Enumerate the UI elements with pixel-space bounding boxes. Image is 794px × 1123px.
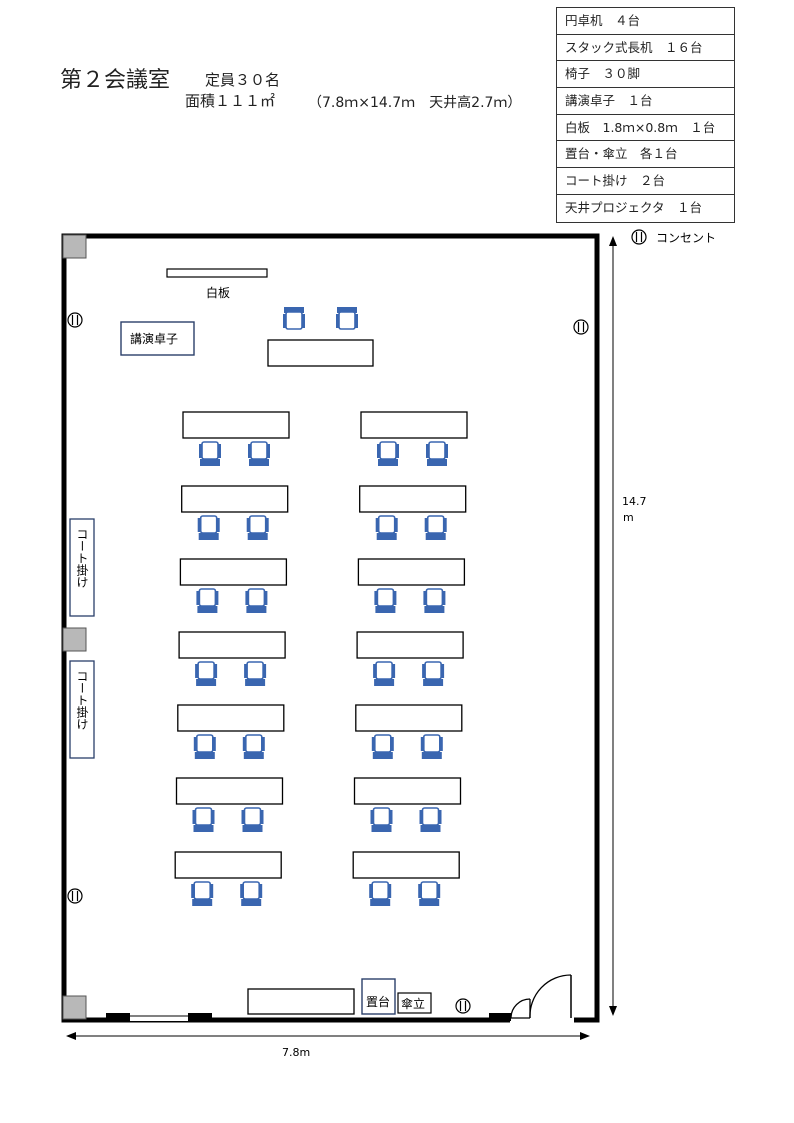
wall-segment [188,1013,212,1021]
chair [369,881,392,906]
stand [361,978,396,1015]
coat-rack-label: コート掛け [75,528,89,588]
height-unit-label: m [623,511,634,524]
lectern [120,321,195,356]
sliding-door [130,1017,188,1021]
coat-rack [69,518,95,617]
dimensions-text: （7.8ｍ×14.7ｍ 天井高2.7ｍ） [308,95,522,111]
lectern-label: 講演卓子 [130,331,178,346]
chair [419,807,442,832]
chair [422,661,445,686]
pillar [62,995,87,1020]
page-title: 第２会議室 [60,68,171,93]
equipment-item: 円卓机 ４台 [557,8,734,35]
door-icon [510,974,574,1024]
outlet-legend-label: コンセント [656,231,716,245]
desk [356,631,464,659]
desk [174,851,282,879]
whiteboard-label: 白板 [206,285,230,300]
outlet-icon [573,319,589,335]
chair [375,515,398,540]
height-label: 14.7 [622,495,647,508]
coat-rack-label: コート掛け [75,670,89,730]
chair [246,515,269,540]
chair [242,734,265,759]
chair [426,441,448,466]
pillar [62,234,87,259]
desk [182,411,290,439]
round-table [247,988,355,1015]
whiteboard [166,268,268,278]
chair [373,661,396,686]
chair [191,881,214,906]
desk [179,558,288,586]
desk [352,851,460,879]
chair [423,588,446,613]
chair [197,515,220,540]
chair [424,515,447,540]
chair [199,441,221,466]
equipment-item: 天井プロジェクタ １台 [565,199,703,215]
wall-segment [489,1013,511,1021]
desk [178,631,286,659]
height-dimension-arrow [609,236,617,1016]
chair [377,441,399,466]
area-text: 面積１１１㎡ [185,92,276,110]
umbrella-stand [397,992,432,1014]
desk [360,411,468,439]
front-table [267,339,374,367]
equipment-item: 椅子 ３０脚 [557,61,734,89]
umbrella-stand-label: 傘立 [401,996,425,1011]
stand-label: 置台 [366,994,390,1009]
desk [357,558,466,586]
width-dimension-arrow [66,1032,590,1040]
chair [248,441,270,466]
outlet-icon [67,888,83,904]
equipment-item: スタック式長机 １６台 [557,35,734,62]
chair [193,734,216,759]
chair [240,881,263,906]
chair [336,307,358,330]
equipment-item: コート掛け ２台 [557,168,734,195]
coat-rack [69,660,95,759]
chair [192,807,215,832]
outlet-legend-icon [631,229,647,245]
chair [195,661,218,686]
chair [244,661,267,686]
chair [418,881,441,906]
pillar [62,627,87,652]
desk [353,777,462,805]
equipment-item: 置台・傘立 各１台 [557,141,734,169]
chair [283,307,305,330]
equipment-item: 講演卓子 １台 [557,88,734,115]
wall-segment [106,1013,130,1021]
equipment-item: 白板 1.8ｍ×0.8ｍ １台 [557,115,734,142]
chair [241,807,264,832]
chair [371,734,394,759]
chair [245,588,268,613]
outlet-icon [67,312,83,328]
capacity-text: 定員３０名 [205,71,281,89]
desk [181,485,289,513]
chair [370,807,393,832]
desk [177,704,285,732]
desk [359,485,467,513]
desk [175,777,284,805]
chair [420,734,443,759]
width-label: 7.8m [282,1046,310,1059]
outlet-icon [455,998,471,1014]
equipment-list: 円卓机 ４台 スタック式長机 １６台 椅子 ３０脚 講演卓子 １台 白板 1.8… [556,7,735,223]
chair [374,588,397,613]
desk [355,704,463,732]
chair [196,588,219,613]
